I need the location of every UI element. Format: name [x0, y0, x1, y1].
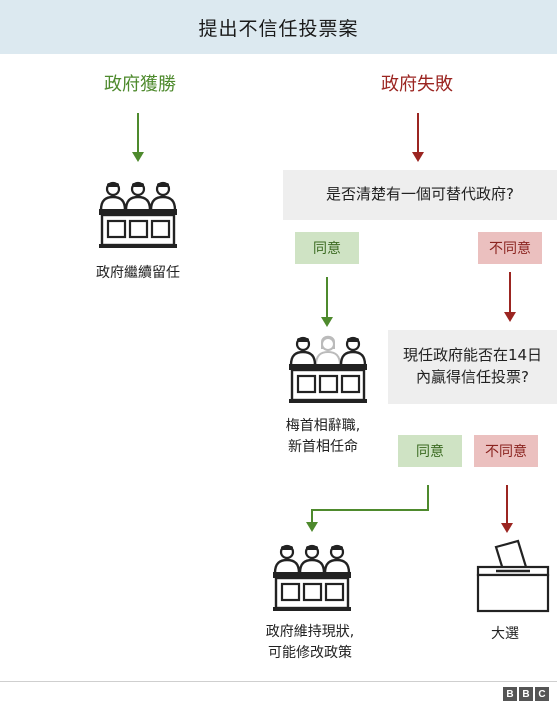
bbc-logo-letter: C [535, 687, 549, 701]
footer-divider [0, 681, 557, 682]
question-confidence-vote-line1: 現任政府能否在14日 [402, 346, 543, 365]
bbc-logo-letter: B [519, 687, 533, 701]
ballot-box-icon [476, 539, 550, 613]
question-confidence-vote: 現任政府能否在14日 內贏得信任投票? [388, 330, 557, 404]
bbc-logo: B B C [503, 687, 549, 701]
parliament-bench-resign-icon [289, 335, 367, 403]
bbc-logo-letter: B [503, 687, 517, 701]
status-quo-caption: 政府維持現狀, 可能修改政策 [245, 622, 375, 664]
status-quo-line2: 可能修改政策 [268, 645, 352, 661]
government-wins-heading: 政府獲勝 [104, 74, 176, 95]
arrow-down-icon [504, 272, 516, 322]
arrow-down-icon [412, 113, 424, 162]
agree-tag-1: 同意 [295, 232, 359, 264]
pm-resigns-caption: 梅首相辭職, 新首相任命 [263, 416, 383, 458]
arrow-down-icon [501, 485, 513, 533]
question-confidence-vote-line2: 內贏得信任投票? [416, 368, 529, 386]
status-quo-line1: 政府維持現狀, [265, 624, 355, 640]
parliament-bench-icon [98, 181, 178, 250]
agree-tag-2: 同意 [398, 435, 462, 467]
question-alternative-government: 是否清楚有一個可替代政府? [283, 170, 557, 220]
pm-resigns-line1: 梅首相辭職, [285, 418, 361, 434]
disagree-tag-2: 不同意 [474, 435, 538, 467]
pm-resigns-line2: 新首相任命 [288, 439, 358, 455]
arrow-down-icon [321, 277, 333, 327]
arrow-down-icon [132, 113, 144, 162]
arrow-elbow-icon [306, 485, 429, 532]
disagree-tag-1: 不同意 [478, 232, 542, 264]
government-loses-heading: 政府失敗 [381, 74, 453, 95]
parliament-bench-icon [272, 544, 352, 613]
government-remains-caption: 政府繼續留任 [96, 265, 180, 281]
page-title: 提出不信任投票案 [0, 0, 557, 54]
general-election-caption: 大選 [491, 626, 519, 642]
